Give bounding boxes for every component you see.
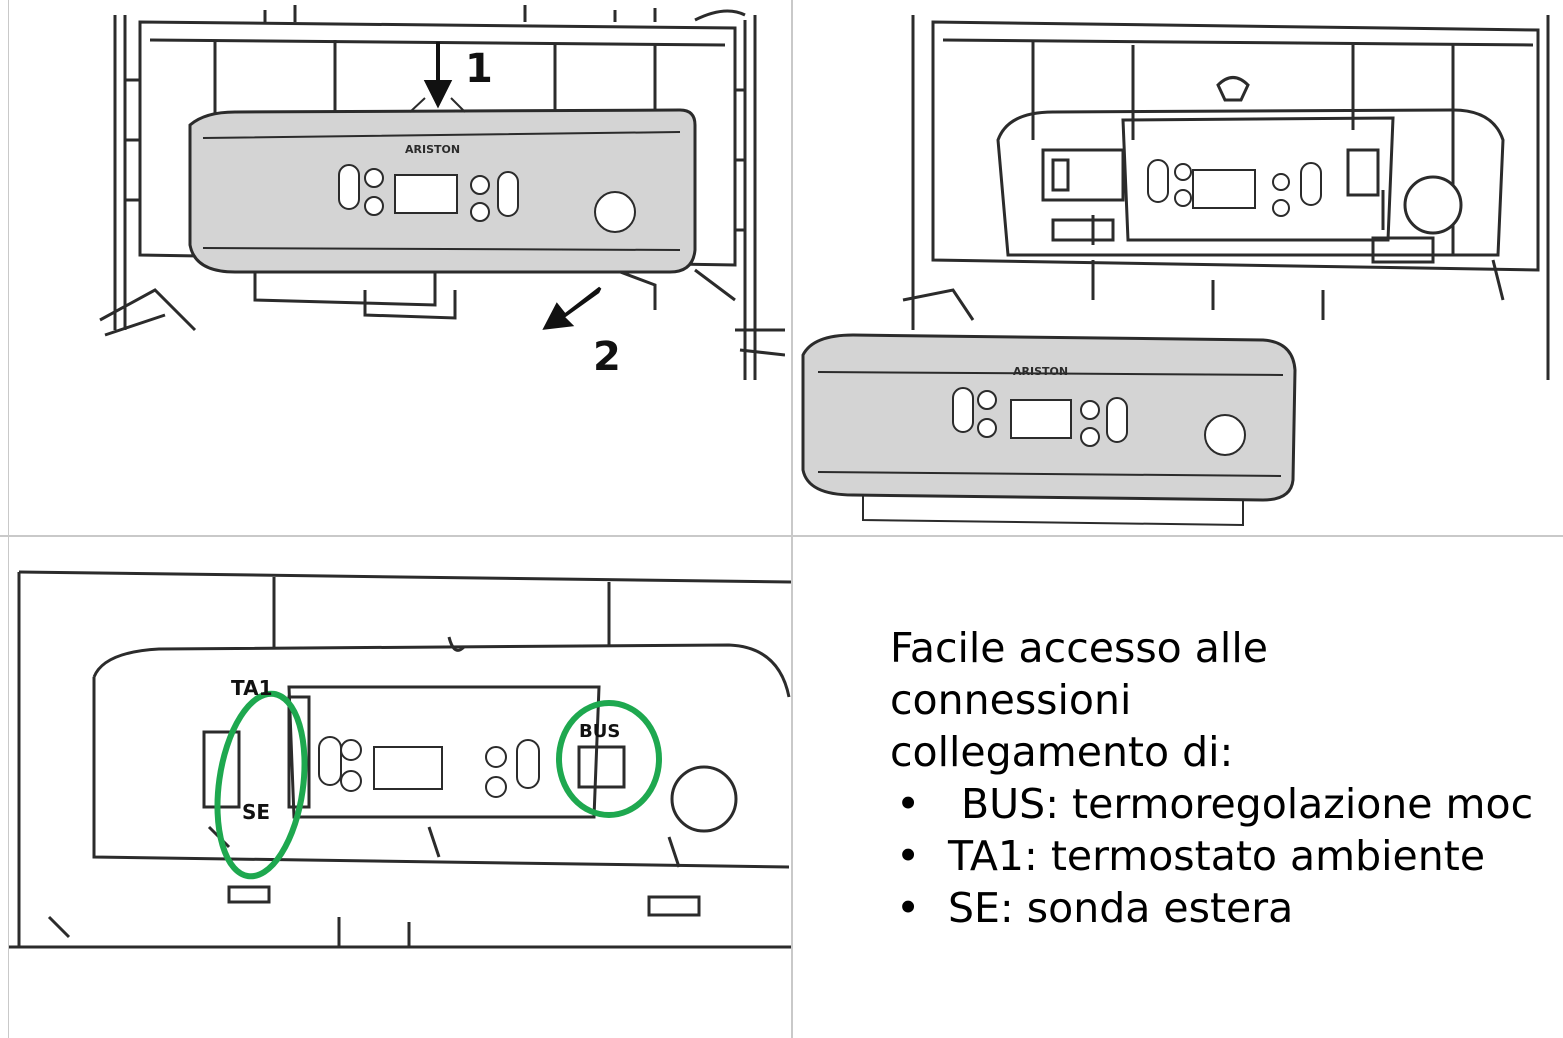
detached-panel-brand-label: ARISTON xyxy=(1013,365,1068,378)
bus-connector-label: BUS xyxy=(579,721,620,742)
list-item-text: TA1: termostato ambiente xyxy=(948,832,1486,880)
grid-divider-vertical xyxy=(791,0,793,1038)
description-intro: Facile accesso alle connessioni collegam… xyxy=(890,624,1268,776)
bullet-icon: • xyxy=(896,884,921,932)
list-item-text: BUS: termoregolazione moc xyxy=(948,780,1534,828)
list-item-se: • SE: sonda estera xyxy=(890,882,1563,934)
grid-divider-horizontal xyxy=(0,535,1563,537)
step-1-marker: 1 xyxy=(465,46,493,92)
bullet-icon: • xyxy=(896,832,921,880)
panel-brand-label: ARISTON xyxy=(405,143,460,156)
grid-border-left xyxy=(8,0,9,1038)
list-item-ta1: • TA1: termostato ambiente xyxy=(890,830,1563,882)
illustration-remove-panel: ARISTON 1 2 xyxy=(95,0,785,400)
step-2-marker: 2 xyxy=(593,334,621,380)
bus-highlight-ring xyxy=(556,700,662,818)
list-item-text: SE: sonda estera xyxy=(948,884,1294,932)
illustration-connections: TA1 SE BUS xyxy=(9,537,791,957)
pull-arrow xyxy=(542,286,602,330)
illustration-panel-removed: ARISTON xyxy=(793,0,1563,535)
bullet-icon: • xyxy=(896,780,921,828)
description-panel: Facile accesso alle connessioni collegam… xyxy=(890,622,1563,934)
connection-list: • BUS: termoregolazione moc • TA1: termos… xyxy=(890,778,1563,934)
push-arrow xyxy=(423,42,453,109)
ta1-connector-label: TA1 xyxy=(231,676,272,700)
se-connector-label: SE xyxy=(242,800,270,824)
ta1-se-highlight-ring xyxy=(214,690,308,880)
list-item-bus: • BUS: termoregolazione moc xyxy=(890,778,1563,830)
